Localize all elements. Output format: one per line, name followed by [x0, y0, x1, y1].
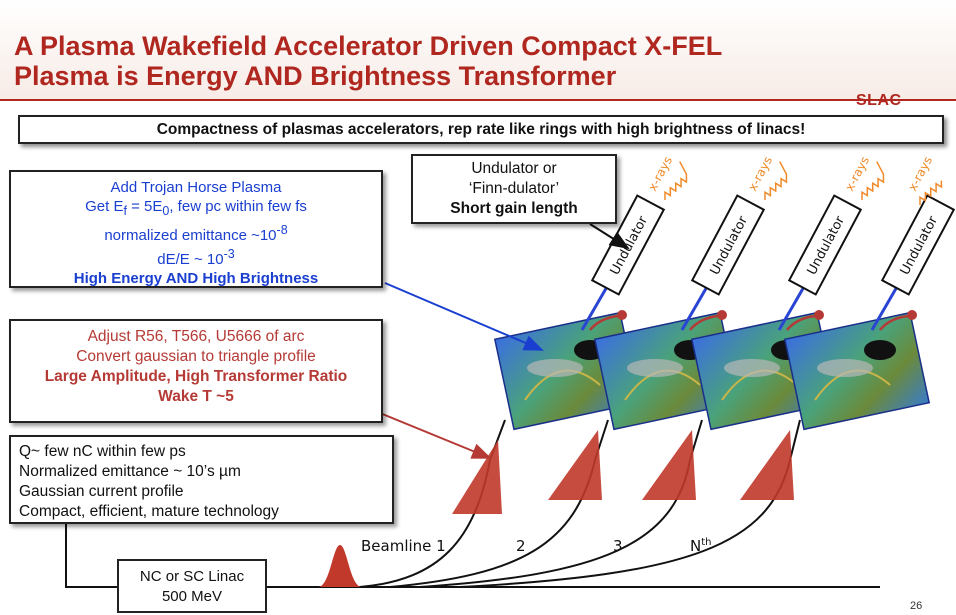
beam-dump-2	[689, 314, 719, 331]
undulator-note-box: Undulator or ‘Finn-dulator’ Short gain l…	[411, 154, 617, 224]
beamline-blue-2	[680, 284, 710, 331]
plasma-stage-4	[783, 311, 931, 431]
trojan-line5: High Energy AND High Brightness	[73, 270, 319, 287]
xray-output-1: x-rays	[645, 154, 688, 201]
xray-output-3: x-rays	[842, 154, 885, 201]
triangle-bunch-2	[548, 430, 602, 500]
trojan-line2: Get Ef = 5E0, few pc within few fs	[85, 198, 307, 218]
beamline-blue-3	[777, 284, 807, 331]
arc-arrow	[379, 412, 492, 459]
beamline-label-3: 3	[613, 537, 623, 555]
beam-dump-4	[879, 314, 909, 331]
trojan-horse-box: Add Trojan Horse Plasma Get Ef = 5E0, fe…	[9, 170, 383, 288]
trojan-line4: dE/E ~ 10-3	[157, 247, 235, 268]
linac-box: NC or SC Linac 500 MeV	[117, 559, 267, 613]
beamline-blue-1	[580, 284, 610, 331]
beamline-label-1: Beamline 1	[361, 537, 446, 555]
arc-line1: Adjust R56, T566, U5666 of arc	[87, 328, 305, 345]
trojan-line3: normalized emittance ~10-8	[104, 223, 288, 244]
undulator-3: Undulator	[787, 194, 863, 296]
slide-title-line1: A Plasma Wakefield Accelerator Driven Co…	[14, 31, 723, 61]
beamline-label-2: 2	[516, 537, 526, 555]
undulator-arrow	[589, 223, 630, 250]
undulator-note-line3: Short gain length	[450, 200, 578, 217]
page-number: 26	[910, 600, 923, 612]
slide-title-line2: Plasma is Energy AND Brightness Transfor…	[14, 61, 617, 91]
linac-info-line1: Q~ few nC within few ps	[19, 443, 186, 460]
arc-adjust-box: Adjust R56, T566, U5666 of arc Convert g…	[9, 319, 383, 423]
linac-info-line3: Gaussian current profile	[19, 483, 184, 500]
summary-banner: Compactness of plasmas accelerators, rep…	[18, 115, 944, 144]
triangle-bunch-3	[642, 430, 696, 500]
title-divider	[0, 99, 956, 101]
undulator-2: Undulator	[690, 194, 766, 296]
beamline-label-n: Nth	[690, 537, 712, 555]
arc-line3: Large Amplitude, High Transformer Ratio	[44, 368, 348, 385]
slac-logo: SLAC	[856, 92, 902, 109]
arc-line4: Wake T ~5	[158, 388, 234, 405]
linac-info-line2: Normalized emittance ~ 10’s µm	[19, 463, 241, 480]
header-band	[0, 0, 956, 100]
info-connector	[65, 524, 117, 588]
triangle-bunch-1	[452, 440, 502, 514]
beam-dump-1	[589, 314, 619, 331]
trojan-line1: Add Trojan Horse Plasma	[110, 179, 282, 196]
triangle-bunch-4	[740, 430, 794, 500]
beam-dump-3	[786, 314, 816, 331]
beamline-blue-4	[870, 284, 900, 331]
linac-info-line4: Compact, efficient, mature technology	[19, 503, 279, 520]
undulator-note-line2: ‘Finn-dulator’	[468, 180, 560, 197]
xray-output-2: x-rays	[745, 154, 788, 201]
gaussian-bunch	[318, 545, 362, 587]
linac-line1: NC or SC Linac	[139, 568, 245, 585]
undulator-4: Undulator	[880, 194, 956, 296]
arc-line2: Convert gaussian to triangle profile	[76, 348, 316, 365]
trojan-arrow	[384, 282, 544, 351]
linac-info-box: Q~ few nC within few ps Normalized emitt…	[9, 435, 394, 524]
undulator-note-line1: Undulator or	[471, 160, 557, 177]
linac-line2: 500 MeV	[161, 588, 223, 605]
xray-output-4: x-rays	[905, 154, 943, 206]
